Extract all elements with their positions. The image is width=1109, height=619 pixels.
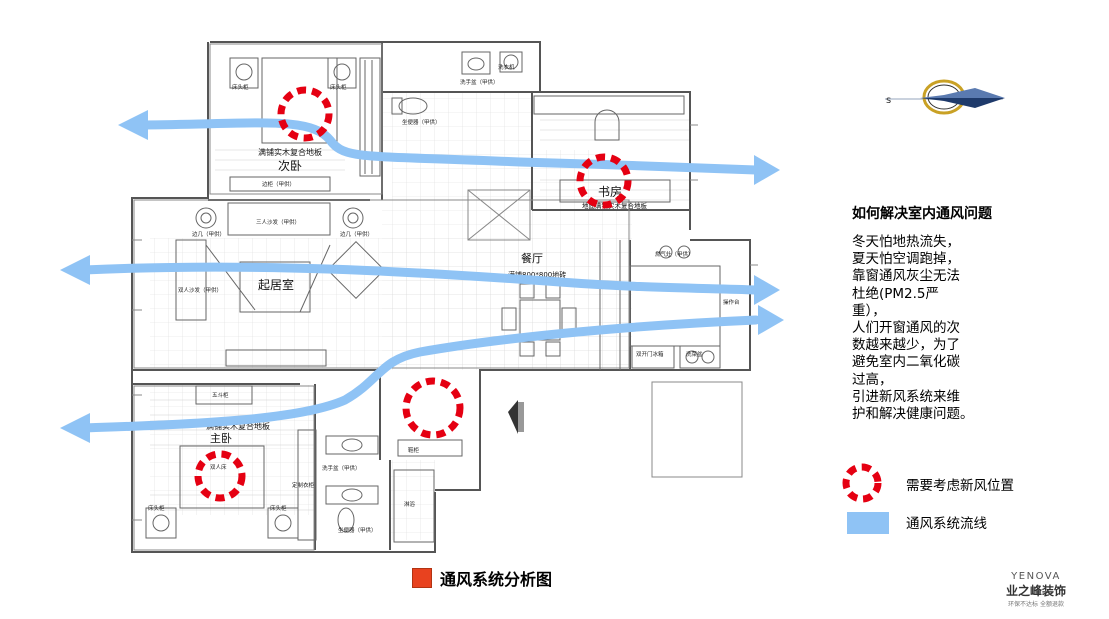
label-endtable: 边几（甲供） bbox=[192, 230, 225, 238]
legend-marker-icon bbox=[842, 463, 882, 503]
label-toilet: 坐便器（甲供） bbox=[338, 526, 377, 534]
room-floor-dining: 满铺800*800地砖 bbox=[508, 270, 566, 279]
label-bedside: 床头柜 bbox=[330, 83, 347, 91]
svg-text:s: s bbox=[886, 95, 891, 106]
room-floor-bedroom2: 满铺实木复合地板 bbox=[258, 147, 322, 157]
legend-label: 通风系统流线 bbox=[906, 516, 987, 532]
label-bedside: 床头柜 bbox=[270, 504, 287, 512]
room-label-bedroom2: 次卧 bbox=[278, 159, 302, 173]
label-drawer5: 五斗柜 bbox=[212, 391, 229, 399]
airflow-line bbox=[79, 262, 761, 295]
furniture bbox=[145, 51, 721, 543]
side-line: 夏天怕空调跑掉， bbox=[852, 251, 960, 268]
label-fridge: 双开门冰箱 bbox=[636, 350, 664, 358]
label-washer: 洗衣机 bbox=[498, 63, 515, 71]
label-sofa3: 三人沙发（甲供） bbox=[256, 218, 300, 226]
compass-icon: s bbox=[885, 79, 1005, 115]
legend-label: 需要考虑新风位置 bbox=[906, 478, 1014, 494]
entry-arrow-icon bbox=[508, 400, 524, 434]
label-endtable: 边几（甲供） bbox=[340, 230, 373, 238]
room-label-master: 主卧 bbox=[210, 432, 232, 445]
room-floor-master: 满铺实木复合地板 bbox=[206, 421, 270, 431]
label-workbench: 操作台 bbox=[723, 298, 740, 306]
diagram-title: 通风系统分析图 bbox=[412, 566, 552, 590]
diagram-title-text: 通风系统分析图 bbox=[440, 570, 553, 589]
room-label-study: 书房 bbox=[598, 184, 622, 199]
arrow-right-icon bbox=[758, 305, 784, 335]
side-line: 人们开窗通风的次 bbox=[852, 320, 960, 337]
side-line: 杜绝(PM2.5严 bbox=[852, 285, 940, 302]
label-washbasin: 洗手盆（甲供） bbox=[322, 464, 361, 472]
arrow-right-icon bbox=[754, 155, 780, 185]
side-title: 如何解决室内通风问题 bbox=[852, 206, 992, 222]
room-floor-study: 地面满铺实木复合地板 bbox=[582, 201, 648, 210]
arrow-left-icon bbox=[118, 110, 148, 140]
side-line: 引进新风系统来维 bbox=[852, 388, 960, 405]
label-toilet: 坐便器（甲供） bbox=[402, 118, 441, 126]
arrow-left-icon bbox=[60, 255, 90, 285]
room-label-dining: 餐厅 bbox=[521, 251, 543, 265]
side-line: 重）， bbox=[852, 302, 886, 319]
label-shoecab: 鞋柜 bbox=[408, 446, 420, 454]
label-sink: 洗菜盆 bbox=[686, 350, 703, 358]
side-line: 过高， bbox=[852, 371, 893, 388]
label-wardrobe: 定制衣柜 bbox=[292, 481, 315, 489]
fresh-air-marker bbox=[402, 377, 464, 439]
legend-swatches bbox=[842, 463, 889, 534]
label-washbasin: 洗手盆（甲供） bbox=[460, 78, 499, 86]
brand-cn: 业之峰装饰 bbox=[1005, 584, 1066, 598]
arrow-right-icon bbox=[754, 275, 780, 305]
legend-item-flow: 通风系统流线 bbox=[892, 512, 987, 532]
fresh-air-markers bbox=[194, 86, 632, 502]
side-line: 靠窗通风灰尘无法 bbox=[852, 268, 960, 285]
side-line: 避免室内二氧化碳 bbox=[852, 354, 960, 371]
airflow-arrowheads bbox=[60, 110, 784, 443]
brand-tagline: 环保不达标 全额退款 bbox=[1008, 601, 1064, 608]
label-bedside: 床头柜 bbox=[232, 83, 249, 91]
fresh-air-marker bbox=[277, 86, 333, 142]
fresh-air-marker bbox=[576, 153, 632, 209]
label-bedside: 床头柜 bbox=[148, 504, 165, 512]
airflow-line bbox=[79, 315, 761, 433]
title-square-icon bbox=[412, 568, 432, 588]
side-line: 冬天怕地热流失， bbox=[852, 234, 960, 250]
legend-flow-swatch bbox=[847, 512, 889, 534]
airflow-line bbox=[137, 118, 761, 175]
label-sofa2: 双人沙发（甲供） bbox=[178, 286, 222, 294]
fresh-air-marker bbox=[194, 450, 246, 502]
brand-en: YENOVA bbox=[1011, 571, 1061, 582]
airflow-lines bbox=[79, 118, 761, 433]
label-bed: 双人床 bbox=[210, 463, 227, 471]
legend-item-fresh-air: 需要考虑新风位置 bbox=[892, 474, 1014, 494]
brand-logo: YENOVA 业之峰装饰 环保不达标 全额退款 bbox=[1000, 571, 1072, 608]
arrow-left-icon bbox=[60, 413, 90, 443]
side-description: 冬天怕地热流失， 夏天怕空调跑掉， 靠窗通风灰尘无法 杜绝(PM2.5严 重），… bbox=[852, 234, 974, 423]
label-sidetable: 边柜（甲供） bbox=[262, 180, 295, 188]
room-label-living: 起居室 bbox=[258, 277, 294, 292]
label-gas: 燃气灶（甲供） bbox=[655, 250, 694, 258]
side-line: 数越来越少，为了 bbox=[852, 337, 960, 354]
label-shower: 淋浴 bbox=[404, 500, 416, 508]
side-line: 护和解决健康问题。 bbox=[852, 406, 974, 423]
